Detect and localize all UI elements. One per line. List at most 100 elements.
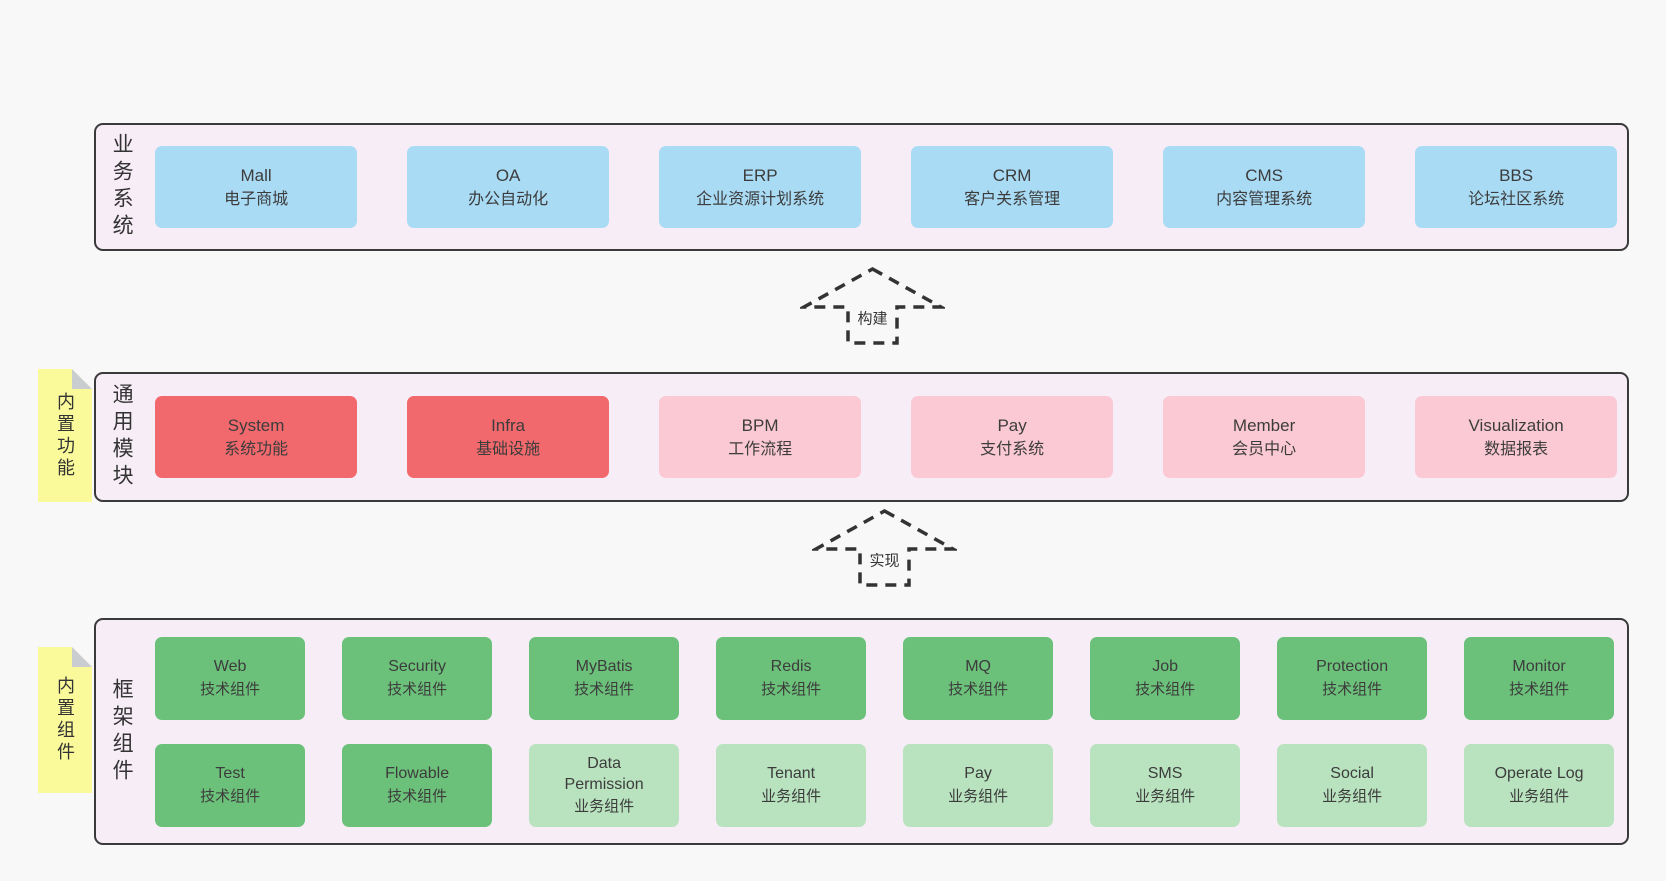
box-mq: MQ 技术组件 (903, 636, 1054, 720)
box-title: Web (213, 658, 247, 676)
box-subtitle: 基础设施 (476, 440, 541, 458)
sticky-note-builtin-components: 内置组件 (38, 647, 92, 793)
box-title: BBS (1499, 165, 1534, 185)
box-subtitle: 技术组件 (200, 787, 261, 805)
box-subtitle: 客户关系管理 (964, 190, 1061, 208)
sticky-label: 内置组件 (55, 676, 75, 764)
box-title: Data Permission (564, 754, 644, 793)
box-subtitle: 业务组件 (1135, 787, 1196, 805)
box-subtitle: 业务组件 (1509, 787, 1570, 805)
box-pay: Pay 业务组件 (903, 743, 1054, 827)
sticky-note-builtin-features: 内置功能 (38, 369, 92, 502)
layer-label: 业务系统 (110, 133, 134, 241)
layer-label: 通用模块 (110, 383, 134, 491)
box-subtitle: 技术组件 (574, 680, 635, 698)
box-subtitle: 技术组件 (761, 680, 822, 698)
box-protection: Protection 技术组件 (1277, 636, 1428, 720)
box-title: Flowable (385, 765, 450, 783)
box-title: Mall (240, 165, 272, 185)
box-subtitle: 业务组件 (1322, 787, 1383, 805)
box-subtitle: 电子商城 (224, 190, 289, 208)
box-subtitle: 技术组件 (1135, 680, 1196, 698)
box-title: Member (1232, 415, 1296, 435)
box-subtitle: 会员中心 (1232, 440, 1297, 458)
box-title: Visualization (1468, 415, 1564, 435)
box-subtitle: 论坛社区系统 (1468, 190, 1565, 208)
box-subtitle: 工作流程 (728, 440, 793, 458)
box-tenant: Tenant 业务组件 (716, 743, 867, 827)
box-title: CRM (992, 165, 1032, 185)
box-title: Social (1330, 765, 1374, 783)
box-subtitle: 业务组件 (761, 787, 822, 805)
box-job: Job 技术组件 (1090, 636, 1241, 720)
box-title: BPM (741, 415, 779, 435)
box-subtitle: 技术组件 (387, 680, 448, 698)
box-title: MQ (965, 658, 991, 676)
up-arrow-icon (812, 508, 957, 587)
box-data-permission: Data Permission 业务组件 (529, 743, 680, 827)
box-security: Security 技术组件 (342, 636, 493, 720)
box-subtitle: 业务组件 (948, 787, 1009, 805)
box-subtitle: 企业资源计划系统 (696, 190, 825, 208)
box-web: Web 技术组件 (155, 636, 306, 720)
sticky-label: 内置功能 (55, 391, 75, 480)
box-subtitle: 办公自动化 (468, 190, 549, 208)
box-title: Redis (770, 658, 812, 676)
implement-arrow-icon: 实现 (812, 508, 957, 588)
box-social: Social 业务组件 (1277, 743, 1428, 827)
box-title: Job (1152, 658, 1178, 676)
box-subtitle: 支付系统 (980, 440, 1045, 458)
box-cms: CMS 内容管理系统 (1163, 146, 1366, 228)
box-title: Operate Log (1494, 765, 1584, 783)
box-redis: Redis 技术组件 (716, 636, 867, 720)
box-title: Test (215, 765, 245, 783)
box-subtitle: 系统功能 (224, 440, 289, 458)
box-title: ERP (742, 165, 778, 185)
build-arrow-icon: 构建 (800, 266, 945, 346)
box-subtitle: 技术组件 (948, 680, 1009, 698)
box-crm: CRM 客户关系管理 (911, 146, 1114, 228)
box-infra: Infra 基础设施 (407, 396, 610, 478)
box-subtitle: 技术组件 (1322, 680, 1383, 698)
box-subtitle: 业务组件 (574, 798, 635, 816)
box-flowable: Flowable 技术组件 (342, 743, 493, 827)
box-title: Security (388, 658, 446, 676)
box-subtitle: 技术组件 (200, 680, 261, 698)
box-subtitle: 技术组件 (387, 787, 448, 805)
box-bbs: BBS 论坛社区系统 (1415, 146, 1618, 228)
layer-label: 框架组件 (110, 677, 134, 786)
box-test: Test 技术组件 (155, 743, 306, 827)
box-operate-log: Operate Log 业务组件 (1464, 743, 1615, 827)
box-erp: ERP 企业资源计划系统 (659, 146, 862, 228)
box-bpm: BPM 工作流程 (659, 396, 862, 478)
box-title: System (227, 415, 285, 435)
box-title: Infra (491, 415, 526, 435)
box-title: Protection (1316, 658, 1389, 676)
box-title: Tenant (767, 765, 816, 783)
box-subtitle: 技术组件 (1509, 680, 1570, 698)
box-subtitle: 内容管理系统 (1216, 190, 1313, 208)
box-mall: Mall 电子商城 (155, 146, 358, 228)
box-monitor: Monitor 技术组件 (1464, 636, 1615, 720)
box-title: CMS (1245, 165, 1283, 185)
arrow-label: 构建 (853, 306, 892, 330)
box-member: Member 会员中心 (1163, 396, 1366, 478)
box-title: Monitor (1512, 658, 1566, 676)
box-title: Pay (964, 765, 992, 783)
